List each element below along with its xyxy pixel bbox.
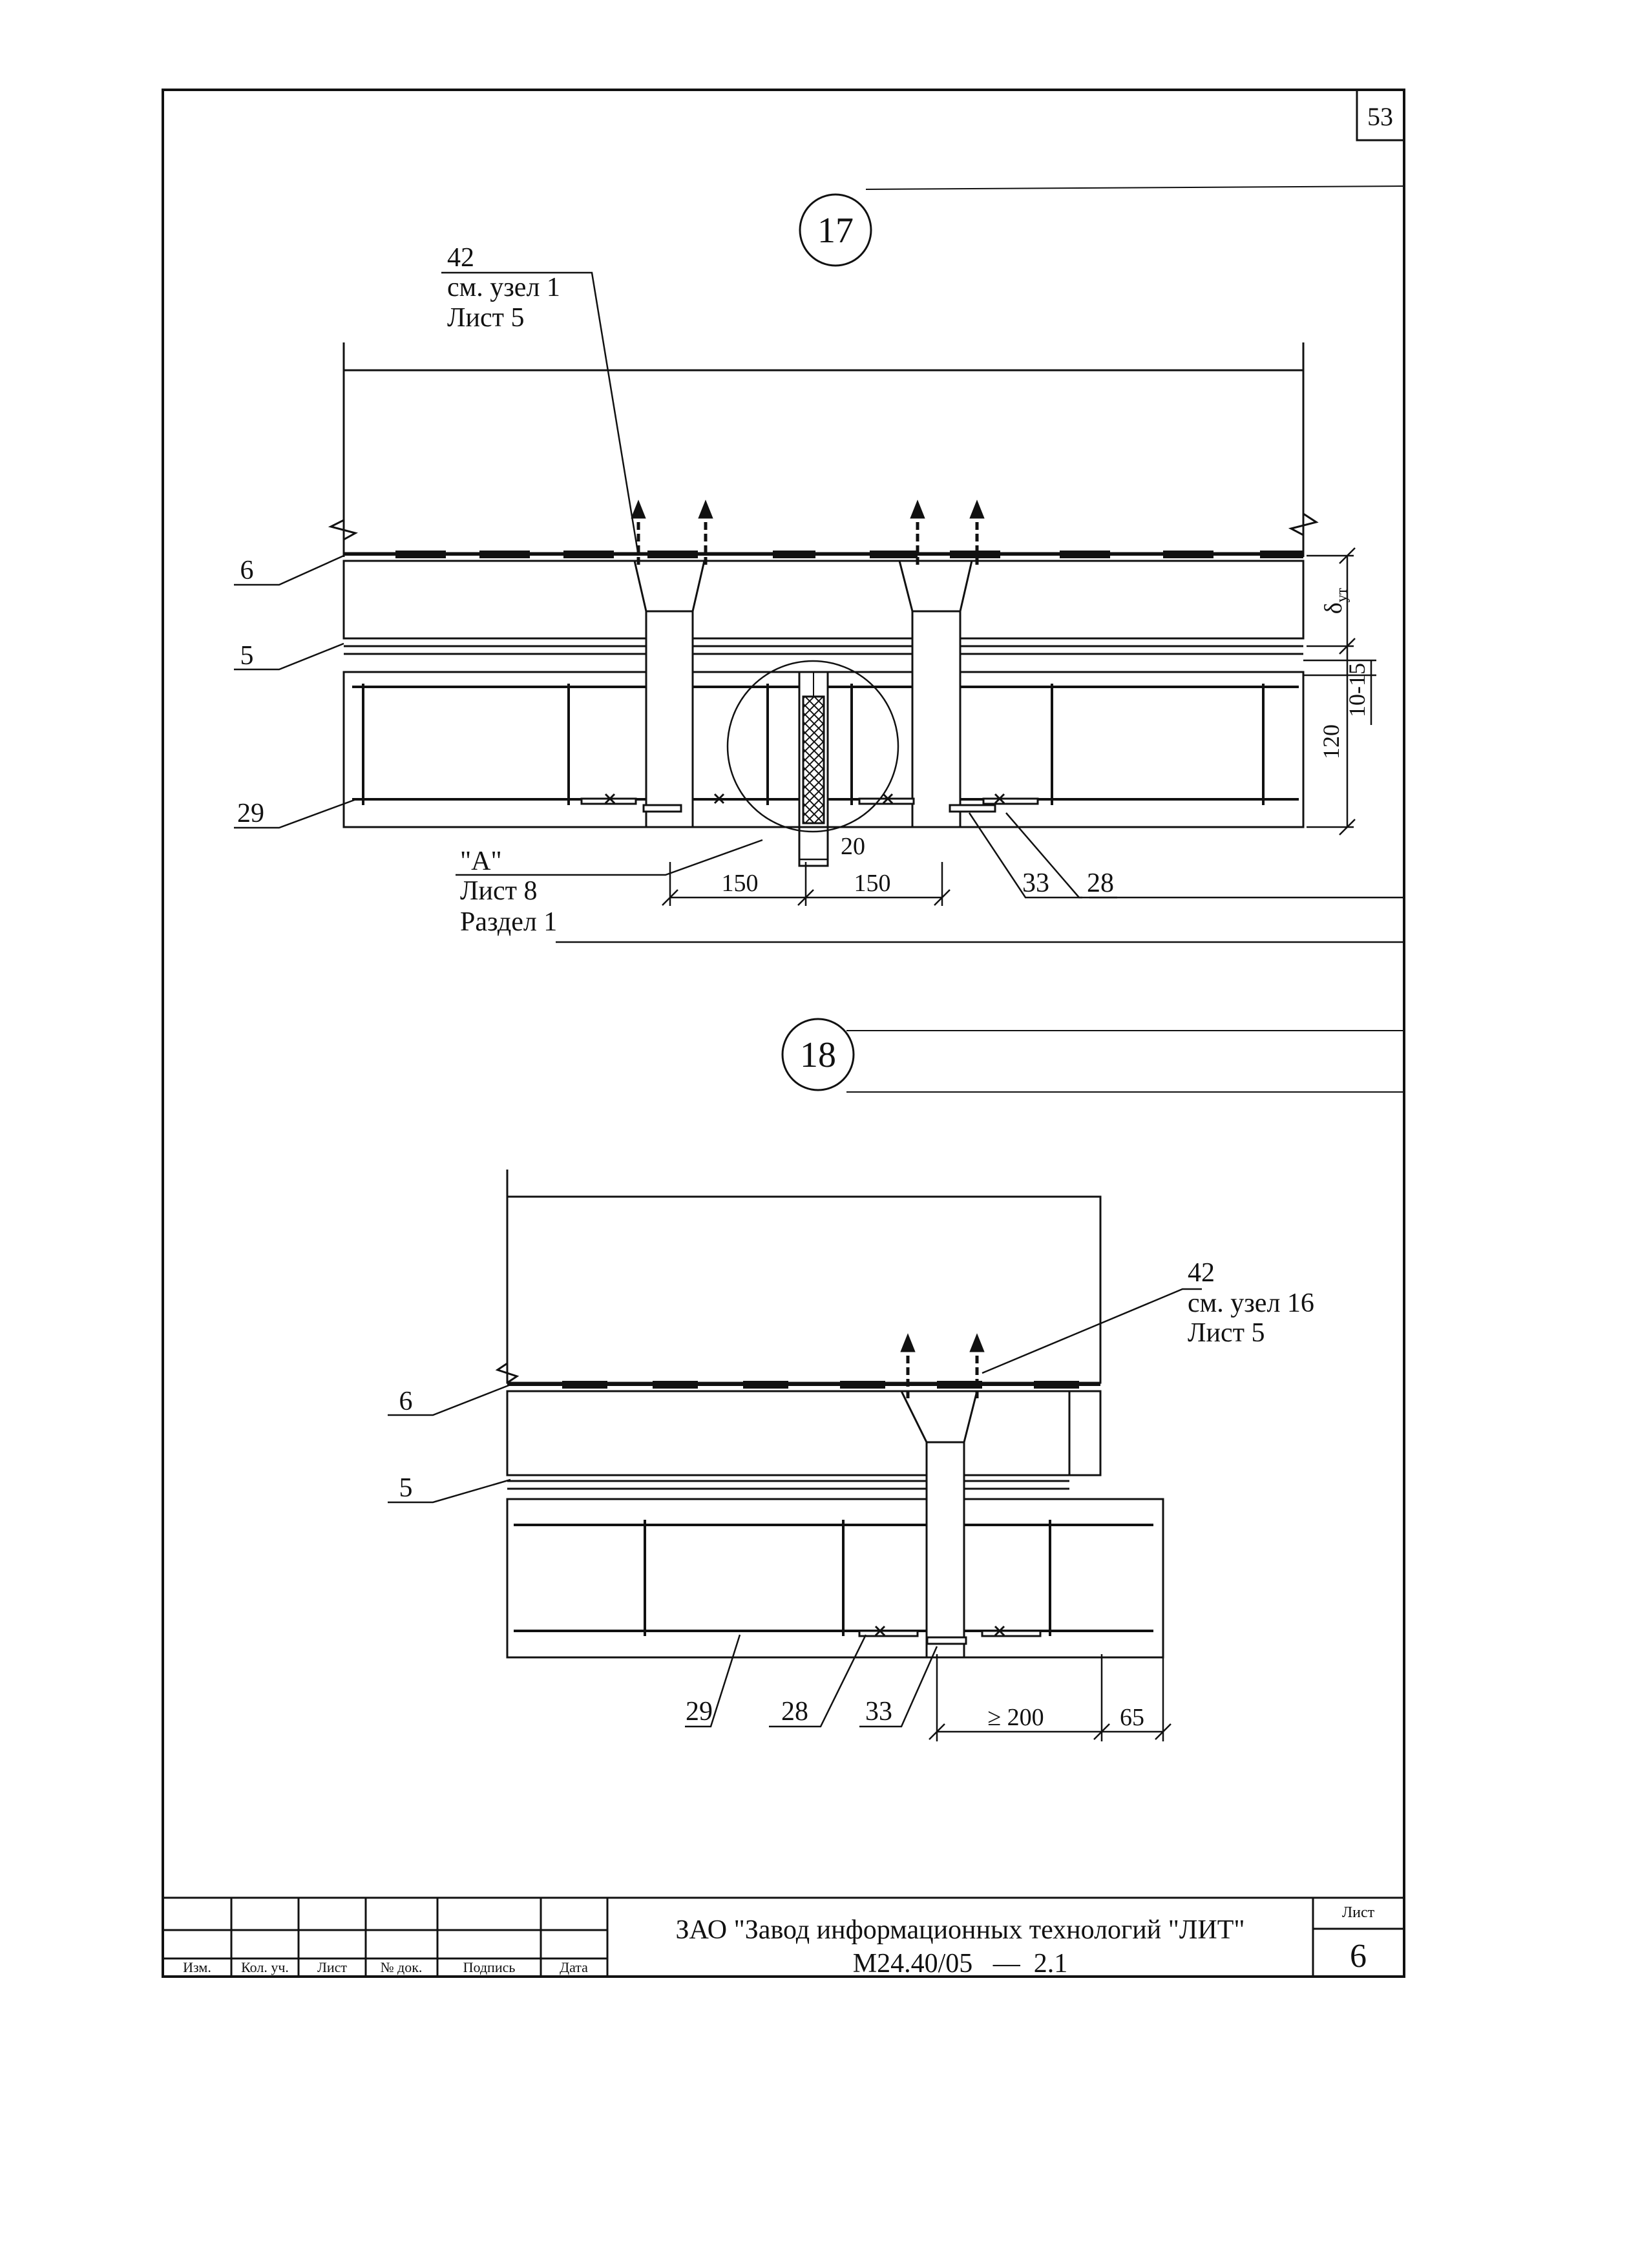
n18-callout-42-num: 42	[1188, 1258, 1215, 1288]
title-company: ЗАО "Завод информационных технологий "ЛИ…	[676, 1915, 1245, 1945]
n17-callout-42-ref: см. узел 1	[447, 273, 560, 302]
node-17-number: 17	[817, 211, 854, 251]
node-17-drawing	[328, 342, 1319, 867]
n17-label-33: 33	[1022, 868, 1049, 898]
title-sheet-number: 6	[1350, 1938, 1367, 1975]
node-17-leaders	[234, 271, 1404, 943]
n18-dim-200: ≥ 200	[987, 1704, 1044, 1731]
n17-dim-150-right: 150	[854, 870, 891, 897]
n18-label-6: 6	[399, 1387, 413, 1416]
node-18-header	[781, 1018, 1404, 1093]
n17-label-29: 29	[237, 799, 264, 828]
title-col-list: Лист	[317, 1959, 347, 1975]
n18-callout-42-sheet: Лист 5	[1188, 1318, 1265, 1348]
n18-dim-65: 65	[1120, 1704, 1144, 1731]
title-col-izm: Изм.	[183, 1959, 211, 1975]
n17-dim-150-left: 150	[722, 870, 759, 897]
title-col-signature: Подпись	[463, 1959, 516, 1975]
n17-dim-delta: δут	[1320, 587, 1350, 614]
n17-label-28: 28	[1087, 868, 1114, 898]
n17-dim-120: 120	[1318, 724, 1344, 759]
node-18-dimensions	[929, 1654, 1171, 1741]
n17-callout-a-sheet: Лист 8	[460, 876, 537, 906]
title-col-doc: № док.	[381, 1959, 423, 1975]
title-block	[163, 1896, 1404, 1977]
n17-label-6: 6	[240, 556, 254, 585]
page-number: 53	[1367, 102, 1393, 131]
title-col-date: Дата	[560, 1959, 588, 1975]
title-doc-code: М24.40/05 — 2.1	[853, 1949, 1068, 1979]
node-18-number: 18	[800, 1035, 836, 1075]
n17-callout-a-mark: "А"	[460, 846, 502, 876]
n18-label-33: 33	[865, 1697, 892, 1727]
n18-label-29: 29	[686, 1697, 713, 1727]
n17-dim-20: 20	[841, 833, 865, 860]
n18-label-28: 28	[781, 1697, 808, 1727]
node-17-dimensions	[662, 547, 1376, 906]
node-18-leaders	[388, 1288, 1202, 1728]
n17-label-5: 5	[240, 641, 254, 671]
node-17-header	[799, 185, 1405, 267]
sheet-frame	[162, 89, 1405, 1978]
n17-callout-42-num: 42	[447, 243, 474, 273]
title-sheet-label: Лист	[1342, 1904, 1375, 1921]
n17-dim-10-15: 10-15	[1344, 663, 1370, 717]
n17-callout-a-section: Раздел 1	[460, 907, 557, 937]
n17-callout-42-sheet: Лист 5	[447, 303, 524, 333]
n18-callout-42-ref: см. узел 16	[1188, 1288, 1314, 1318]
node-18-drawing	[495, 1170, 1164, 1659]
title-col-kol-uch: Кол. уч.	[241, 1959, 289, 1975]
n18-label-5: 5	[399, 1473, 413, 1503]
